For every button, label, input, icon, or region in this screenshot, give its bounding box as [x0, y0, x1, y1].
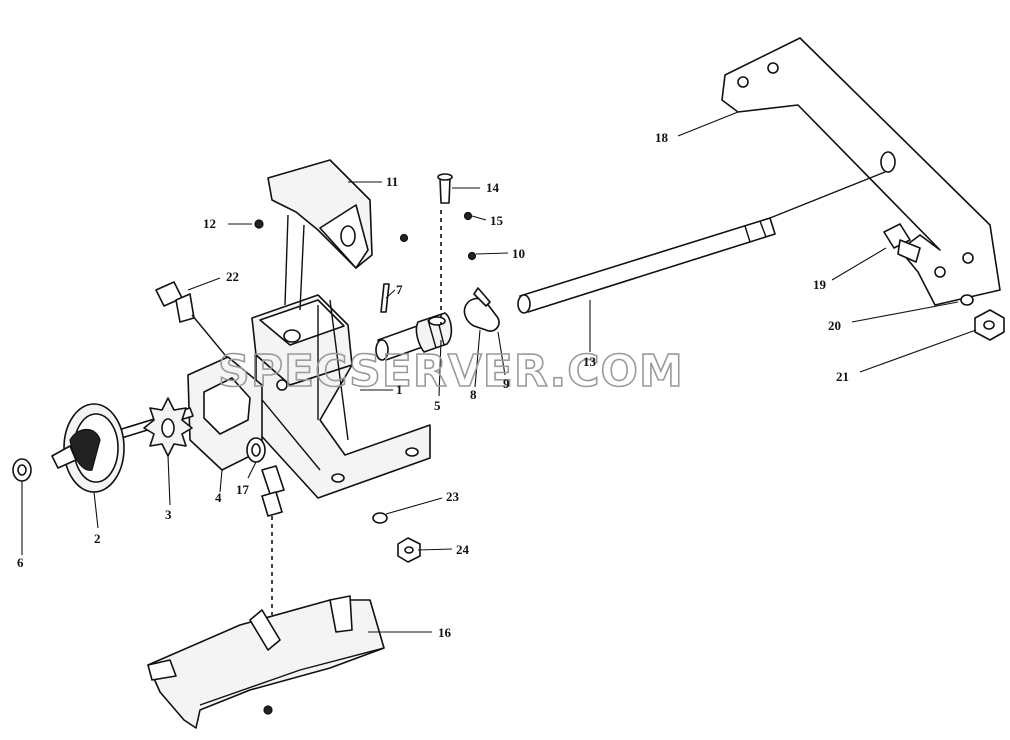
part-7-roll-pin — [380, 283, 390, 313]
callout-2: 2 — [94, 531, 101, 546]
callout-21: 21 — [836, 369, 849, 384]
callout-16: 16 — [438, 625, 452, 640]
callout-9: 9 — [503, 376, 510, 391]
part-6-washer — [12, 458, 32, 482]
callout-23: 23 — [446, 489, 460, 504]
part-24-nut — [397, 537, 421, 563]
part-2-wheel — [51, 403, 125, 493]
part-12-screw — [254, 219, 264, 229]
part-1-housing — [251, 214, 431, 499]
callout-18: 18 — [655, 130, 669, 145]
part-8-clevis — [463, 251, 500, 332]
part-14-pin — [437, 173, 473, 325]
callout-10: 10 — [512, 246, 525, 261]
callout-8: 8 — [470, 387, 477, 402]
callout-labels: 1 2 3 4 5 6 7 8 9 10 11 12 13 14 15 16 1… — [17, 130, 849, 640]
watermark-text: SPECSERVER.COM — [218, 346, 684, 397]
chain — [261, 465, 285, 615]
callout-12: 12 — [203, 216, 216, 231]
callout-13: 13 — [583, 354, 597, 369]
callout-17: 17 — [236, 482, 250, 497]
callout-19: 19 — [813, 277, 827, 292]
part-11-cover — [267, 159, 409, 269]
callout-5: 5 — [434, 398, 441, 413]
part-16-channel — [147, 595, 385, 729]
part-3-sprocket — [143, 397, 193, 457]
callout-6: 6 — [17, 555, 24, 570]
callout-20: 20 — [828, 318, 841, 333]
callout-11: 11 — [386, 174, 398, 189]
callout-7: 7 — [396, 282, 403, 297]
part-18-bracket — [721, 37, 1001, 306]
part-19-bolt — [883, 223, 921, 263]
part-23-washer — [372, 512, 388, 524]
part-21-nut — [974, 309, 1005, 341]
part-13-shaft — [517, 171, 886, 314]
callout-3: 3 — [165, 507, 172, 522]
callout-22: 22 — [226, 269, 239, 284]
part-4-plate — [187, 356, 288, 471]
callout-4: 4 — [215, 490, 222, 505]
part-20-washer — [960, 294, 974, 306]
callout-24: 24 — [456, 542, 470, 557]
leader-lines — [21, 111, 977, 633]
callout-14: 14 — [486, 180, 500, 195]
callout-1: 1 — [396, 382, 403, 397]
callout-15: 15 — [490, 213, 504, 228]
part-22-bolt — [155, 281, 321, 471]
part-17-ring — [246, 437, 266, 463]
